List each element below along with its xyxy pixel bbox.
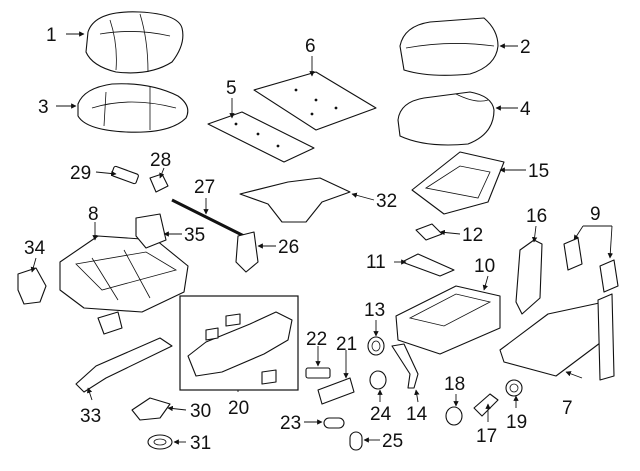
callout-3: 3: [38, 97, 49, 118]
callout-30: 30: [190, 401, 211, 422]
part-30-bracket: [131, 397, 171, 421]
callout-7: 7: [562, 398, 573, 419]
part-19-cap: [505, 379, 523, 397]
callout-9: 9: [590, 204, 601, 225]
part-23-button: [323, 417, 345, 429]
callout-12: 12: [462, 225, 483, 246]
part-29-switch: [111, 165, 139, 185]
part-1-cushion-cover: [85, 11, 184, 74]
part-18-bushing: [445, 406, 463, 426]
callout-14: 14: [406, 404, 428, 425]
part-31-grommet: [147, 434, 173, 450]
part-6-heater-pad-back: [253, 71, 377, 131]
callout-28: 28: [150, 150, 171, 171]
part-24-button: [369, 370, 387, 390]
callout-29: 29: [70, 163, 91, 184]
callout-24: 24: [370, 404, 392, 425]
part-26-latch: [235, 231, 259, 273]
callout-32: 32: [376, 191, 397, 212]
part-32-bracket: [239, 177, 351, 223]
part-4-back-pad: [397, 91, 495, 146]
callout-35: 35: [184, 225, 205, 246]
callout-13: 13: [364, 300, 385, 321]
callout-labels: 1 2 3 4 5 6 7 8 9 10 11 12 13 14 15 16 1…: [24, 25, 601, 454]
part-16-side-panel: [515, 239, 543, 315]
callout-8: 8: [88, 204, 99, 225]
callout-6: 6: [305, 36, 316, 57]
part-28-clip: [149, 173, 169, 193]
callout-21: 21: [336, 334, 357, 355]
callout-2: 2: [520, 37, 531, 58]
callout-23: 23: [280, 413, 301, 434]
callout-17: 17: [476, 426, 497, 447]
callout-10: 10: [474, 256, 495, 277]
part-7-bin-frame: [499, 293, 615, 381]
part-33-track: [75, 337, 173, 393]
callout-11: 11: [366, 252, 386, 273]
callout-34: 34: [24, 238, 46, 259]
part-8-seat-frame: [59, 235, 189, 335]
callout-20: 20: [228, 398, 249, 419]
part-25-cap: [349, 431, 363, 451]
callout-22: 22: [306, 329, 327, 350]
callout-15: 15: [528, 161, 549, 182]
part-15-back-pan: [411, 151, 505, 215]
part-9-brackets: [563, 237, 619, 293]
part-11-strip: [401, 253, 455, 277]
part-14-lever: [391, 343, 419, 389]
part-34-side-cover: [17, 267, 47, 305]
part-12-clip: [415, 223, 443, 241]
part-2-back-cover: [399, 17, 499, 76]
part-27-rod: [171, 198, 245, 238]
leader-lines: [30, 31, 613, 445]
part-13-knob: [367, 336, 385, 356]
part-35-bracket: [135, 213, 167, 249]
callout-18: 18: [444, 374, 465, 395]
callout-33: 33: [80, 406, 101, 427]
part-10-storage-bin: [395, 285, 501, 355]
part-20-trim-panel: [179, 295, 299, 391]
callout-5: 5: [226, 78, 237, 99]
callout-4: 4: [520, 99, 531, 120]
callout-19: 19: [506, 412, 527, 433]
callout-27: 27: [194, 177, 215, 198]
part-5-heater-pad: [207, 111, 315, 163]
part-22-switch: [305, 367, 331, 379]
callout-25: 25: [382, 431, 403, 452]
part-3-cushion-pad: [77, 83, 189, 133]
callout-1: 1: [46, 25, 57, 46]
callout-31: 31: [190, 433, 211, 454]
callout-26: 26: [278, 237, 299, 258]
part-17-roller: [473, 393, 499, 417]
callout-16: 16: [526, 206, 547, 227]
part-21-bezel: [317, 377, 355, 405]
